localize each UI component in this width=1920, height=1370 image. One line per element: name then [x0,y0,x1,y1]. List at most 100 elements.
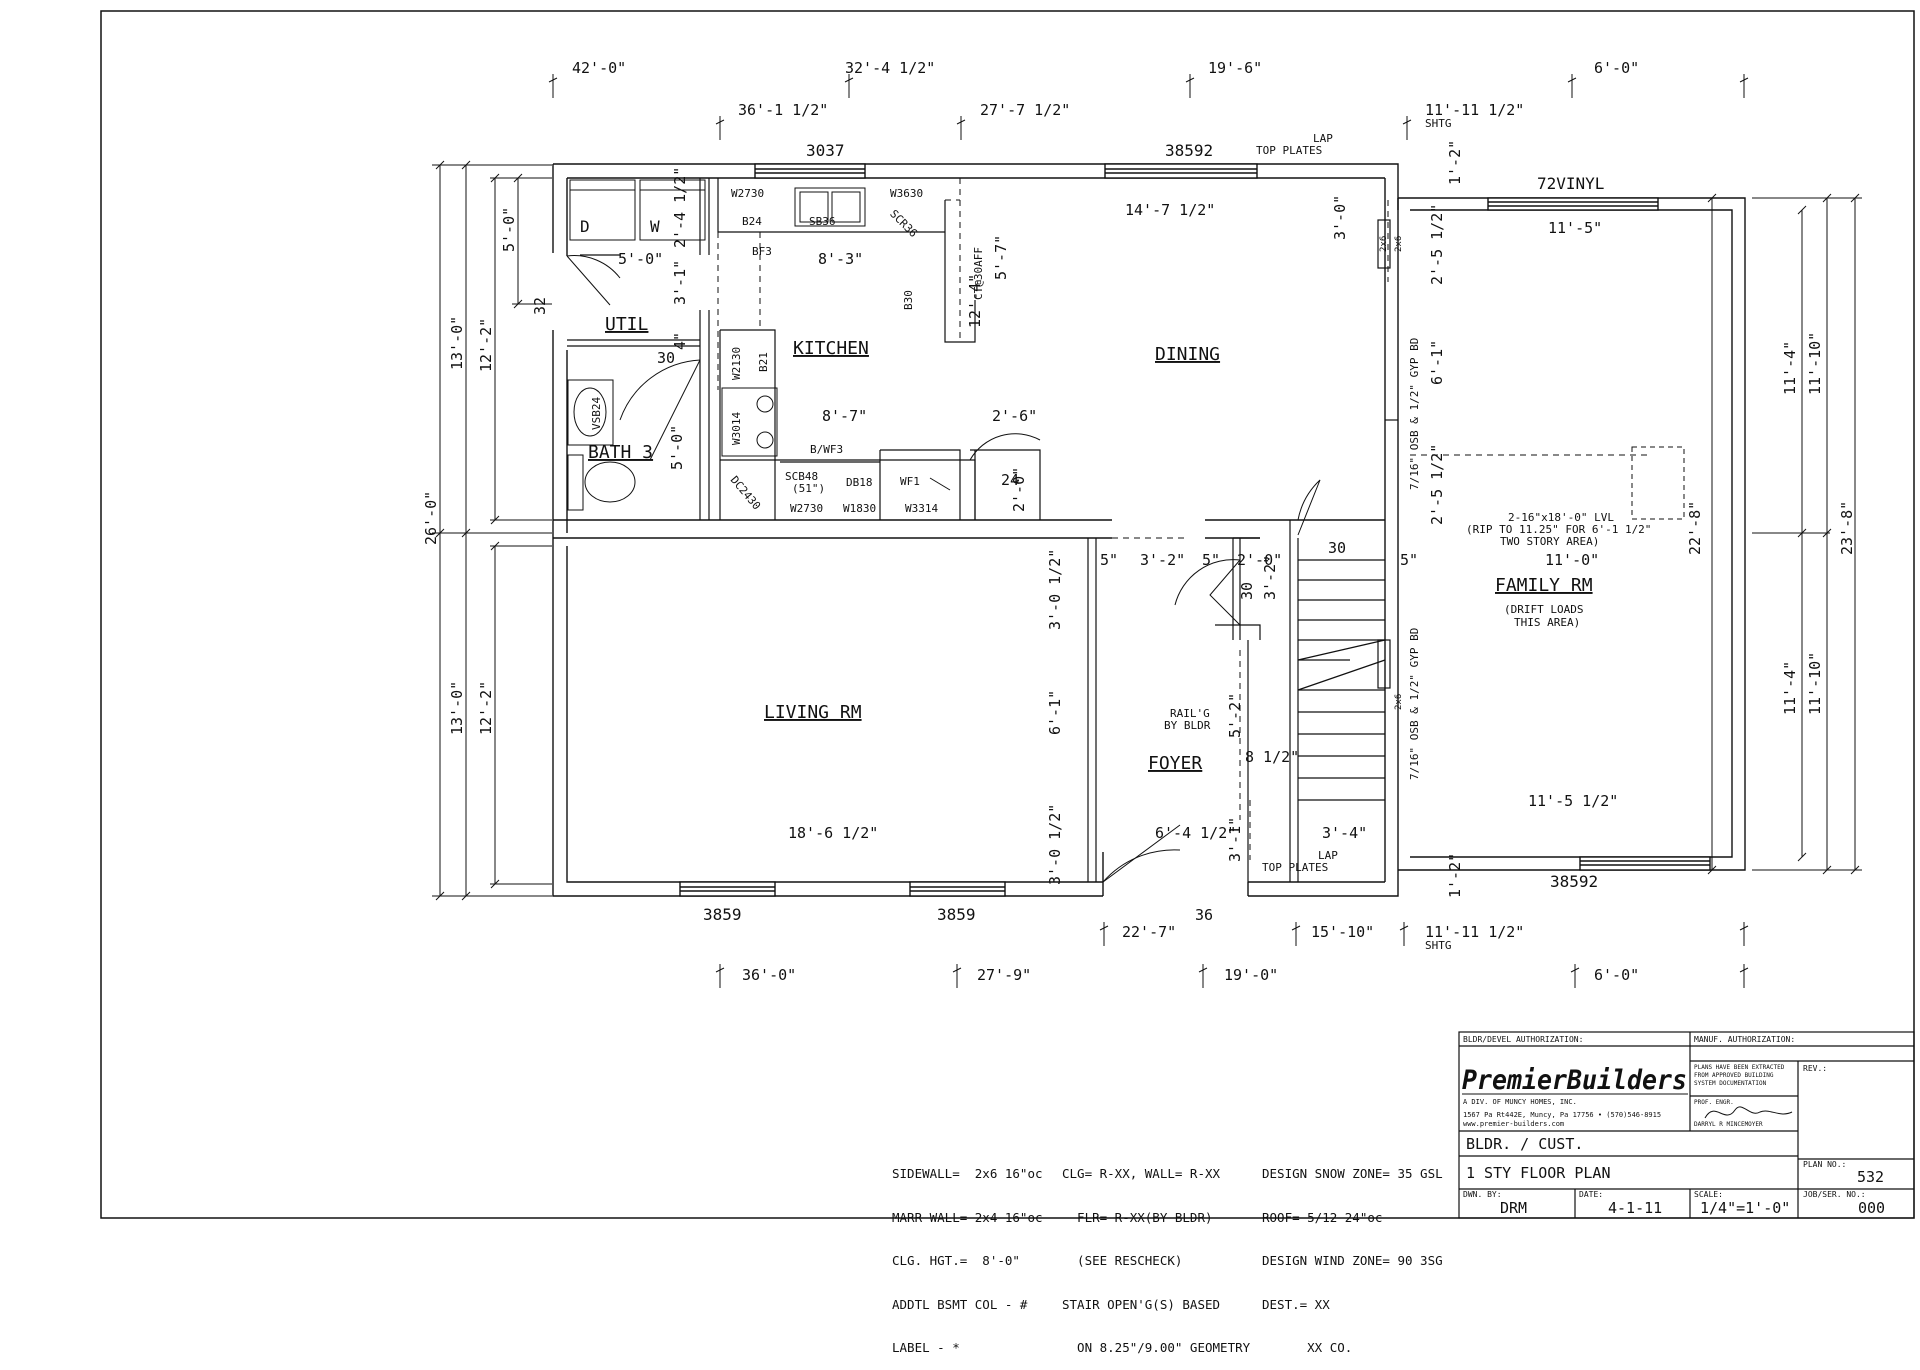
dim-26-0: 26'-0" [422,491,440,545]
company-address: 1567 Pa Rt442E, Muncy, Pa 17756 • (570)5… [1463,1111,1661,1119]
cab-scb48b: (51") [792,482,825,495]
washer-label: W [650,217,660,236]
dim-5-0-util: 5'-0" [618,250,663,268]
tb-disclaimer-2: FROM APPROVED BUILDING [1694,1072,1774,1079]
title-block [1458,1031,1915,1219]
spec-note-line: STAIR OPEN'G(S) BASED [1062,1296,1221,1312]
lvl-note-3: TWO STORY AREA) [1500,535,1599,548]
label-24: 24 [1001,471,1019,489]
drift-note-2: THIS AREA) [1514,616,1580,629]
lvl-note-2: (RIP TO 11.25" FOR 6'-1 1/2" [1466,523,1651,536]
dim-12-2-upper: 12'-2" [477,318,495,372]
window-top-mid: 38592 [1165,141,1213,160]
dim-5-0-left: 5'-0" [500,207,518,252]
dim-1-2-top: 1'-2" [1446,140,1464,185]
cab-w2130: W2130 [730,347,743,380]
dim-5-family: 5" [1400,551,1418,569]
spec-note-line: SIDEWALL= 2x6 16"oc [892,1166,1043,1181]
spec-notes-col1: SIDEWALL= 2x6 16"oc MARR WALL= 2x4 16"oc… [892,1138,1043,1370]
dim-11-10-lower: 11'-10" [1806,652,1824,715]
tb-bldr-auth: BLDR/DEVEL AUTHORIZATION: [1463,1035,1583,1044]
room-living: LIVING RM [764,702,862,723]
dim-bottom-11-11: 11'-11 1/2" [1425,923,1524,941]
company-website: www.premier-builders.com [1463,1120,1564,1128]
dim-11-4-lower: 11'-4" [1781,661,1799,715]
dim-bottom-6-0: 6'-0" [1594,966,1639,984]
cab-w3630: W3630 [890,187,923,200]
spec-note-line: DESIGN WIND ZONE= 90 3SG [1262,1253,1443,1268]
lap-top-1: LAP [1313,132,1333,145]
dim-top-11-11: 11'-11 1/2" [1425,101,1524,119]
spec-note-line: DESIGN SNOW ZONE= 35 GSL [1262,1166,1443,1181]
dim-12-4: 12'-4" [966,274,984,328]
spec-notes-col2: CLG= R-XX, WALL= R-XX FLR= R-XX(BY BLDR)… [1062,1138,1250,1370]
dim-3-4: 3'-4" [1322,824,1367,842]
dim-3-0-living-top: 3'-0 1/2" [1046,549,1064,630]
dim-11-0: 11'-0" [1545,551,1599,569]
label-30-closet: 30 [1238,582,1256,600]
spec-note-line: CLG= R-XX, WALL= R-XX [1062,1166,1221,1181]
dim-13-0-lower: 13'-0" [448,681,466,735]
window-labels: 3037 38592 72VINYL 3859 3859 38592 [703,141,1604,924]
room-dining: DINING [1155,344,1220,365]
interior-walls [567,178,1398,882]
label-30-util: 30 [657,349,675,367]
tb-drawn-by: DRM [1500,1199,1527,1217]
cab-wf1: WF1 [900,475,920,488]
cab-vsb24: VSB24 [590,397,603,430]
room-bath: BATH 3 [588,442,653,463]
dim-3-1-foyer: 3'-1" [1226,817,1244,862]
dimension-text: 42'-0" 32'-4 1/2" 19'-6" 6'-0" 36'-1 1/2… [422,59,1856,984]
dim-5-foyer-a: 5" [1100,551,1118,569]
lap-bot-2: TOP PLATES [1262,861,1328,874]
dim-2-6: 2'-6" [992,407,1037,425]
dim-13-0-upper: 13'-0" [448,316,466,370]
dim-6-1-dining: 6'-1" [1428,340,1446,385]
tb-scale: 1/4"=1'-0" [1700,1199,1790,1217]
tb-drawn-by-label: DWN. BY: [1463,1190,1502,1199]
dim-1-2-bottom: 1'-2" [1446,853,1464,898]
dim-2-0-closet: 2'-0" [1237,551,1282,569]
dryer-label: D [580,217,590,236]
shtg-bottom: SHTG [1425,939,1452,952]
dim-top-36-1: 36'-1 1/2" [738,101,828,119]
cab-b21: B21 [757,352,770,372]
dim-2-4: 2'-4 1/2" [671,167,689,248]
dim-2-5-lower: 2'-5 1/2" [1428,444,1446,525]
dim-14-7: 14'-7 1/2" [1125,201,1215,219]
dim-5-2: 5'-2" [1226,693,1244,738]
cab-w3014: W3014 [730,412,743,445]
tb-prof-engr: PROF. ENGR. [1694,1099,1734,1106]
tb-disclaimer-1: PLANS HAVE BEEN EXTRACTED [1694,1064,1785,1071]
window-bottom-left: 3859 [703,905,742,924]
dim-top-32-4: 32'-4 1/2" [845,59,935,77]
dim-11-10-upper: 11'-10" [1806,332,1824,395]
room-kitchen: KITCHEN [793,338,869,359]
spec-note-line: FLR= R-XX(BY BLDR) [1062,1209,1213,1225]
dim-bottom-36-0: 36'-0" [742,966,796,984]
dim-3-0-dining: 3'-0" [1331,195,1349,240]
label-36: 36 [1195,906,1213,924]
dim-3-1: 3'-1" [671,260,689,305]
dim-bottom-22-7: 22'-7" [1122,923,1176,941]
tb-manuf-auth: MANUF. AUTHORIZATION: [1694,1035,1795,1044]
dim-5-7: 5'-7" [992,235,1010,280]
company-division: A DIV. OF MUNCY HOMES, INC. [1463,1098,1577,1106]
vertical-dimension-lines [432,160,1862,901]
cab-b30: B30 [902,290,915,310]
tb-plan-no-label: PLAN NO.: [1803,1160,1846,1169]
window-top-right: 72VINYL [1537,174,1604,193]
dim-3-0-living-bottom: 3'-0 1/2" [1046,804,1064,885]
dim-bottom-19-0: 19'-0" [1224,966,1278,984]
rail-note-2: BY BLDR [1164,719,1211,732]
cab-w3314: W3314 [905,502,938,515]
cab-w2730-bot: W2730 [790,502,823,515]
spec-note-line: ON 8.25"/9.00" GEOMETRY [1062,1340,1251,1355]
cab-ct: CT@30AFF [972,247,985,300]
drift-note-1: (DRIFT LOADS [1504,603,1583,616]
tb-date: 4-1-11 [1608,1199,1662,1217]
dim-5-0-bath: 5'-0" [668,425,686,470]
spec-note-line: XX CO. [1262,1340,1353,1355]
label-30-stair: 30 [1328,539,1346,557]
tb-job-no: 000 [1858,1199,1885,1217]
